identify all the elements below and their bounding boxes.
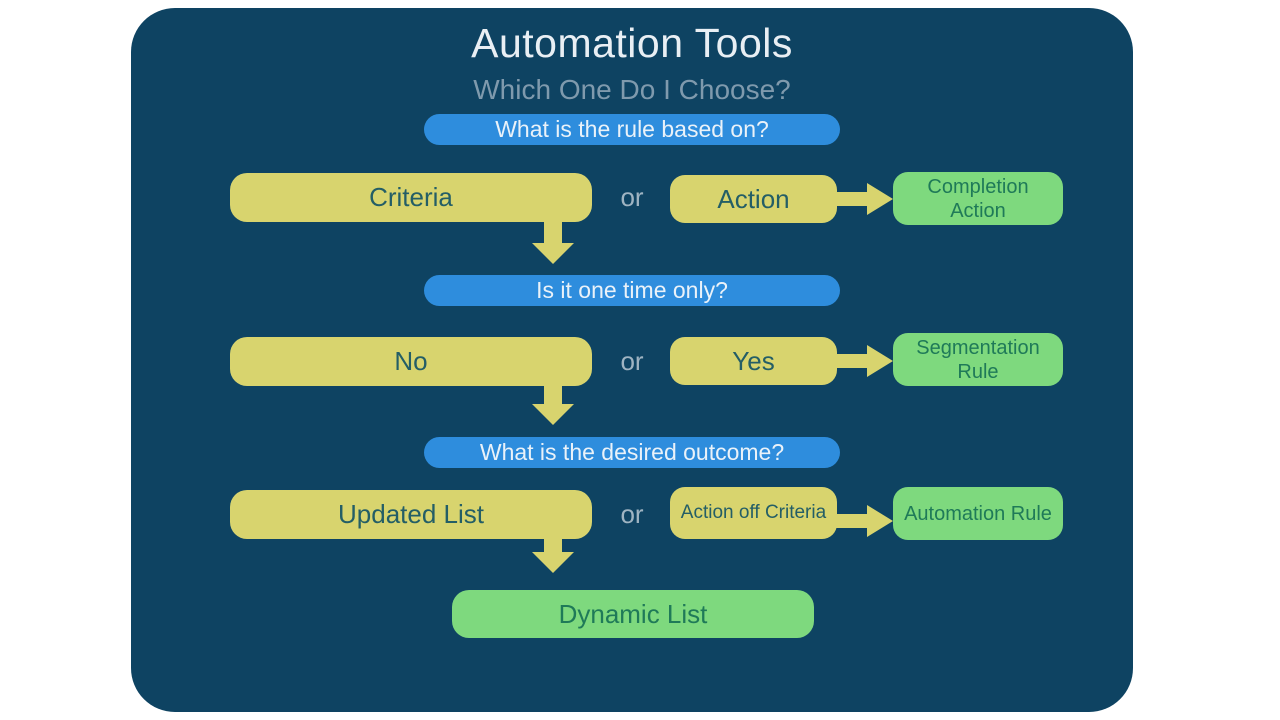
right-arrow-icon <box>836 505 893 542</box>
down-arrow-icon <box>531 531 575 578</box>
option-yes: Yes <box>670 337 837 385</box>
question-pill-1: What is the rule based on? <box>424 114 840 145</box>
question-pill-2: Is it one time only? <box>424 275 840 306</box>
or-label-1: or <box>620 182 644 212</box>
page-title: Automation Tools <box>471 20 793 66</box>
option-no: No <box>230 337 592 386</box>
result-segmentation-rule: Segmentation Rule <box>893 333 1063 386</box>
page-subtitle: Which One Do I Choose? <box>473 74 791 105</box>
result-automation-rule: Automation Rule <box>893 487 1063 540</box>
down-arrow-icon <box>531 222 575 269</box>
option-updated-list: Updated List <box>230 490 592 539</box>
option-action-off-criteria: Action off Criteria <box>670 487 837 539</box>
question-pill-3: What is the desired outcome? <box>424 437 840 468</box>
or-label-2: or <box>620 346 644 376</box>
option-action: Action <box>670 175 837 223</box>
result-completion-action: Completion Action <box>893 172 1063 225</box>
option-criteria: Criteria <box>230 173 592 222</box>
slide-panel: Automation Tools Which One Do I Choose? … <box>131 8 1133 712</box>
down-arrow-icon <box>531 383 575 430</box>
right-arrow-icon <box>836 183 893 220</box>
right-arrow-icon <box>836 345 893 382</box>
or-label-3: or <box>620 499 644 529</box>
result-dynamic-list: Dynamic List <box>452 590 814 638</box>
